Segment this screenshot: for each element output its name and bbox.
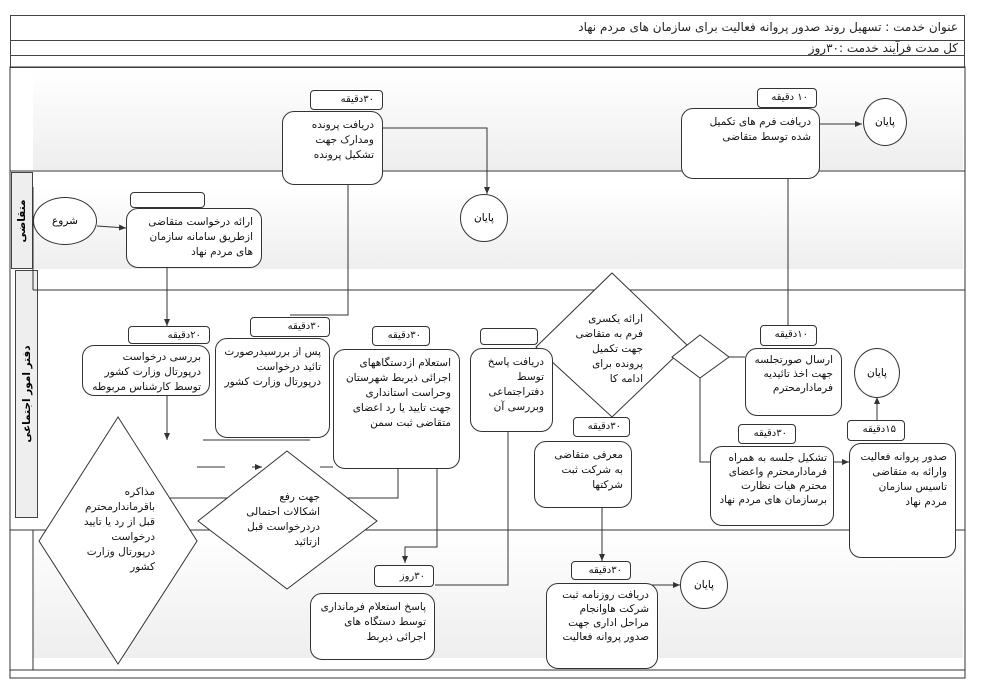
time-submit-request <box>130 192 205 208</box>
end-event-4[interactable]: پایان <box>680 561 728 609</box>
task-issue-license[interactable]: صدور پروانه فعالیت وارائه به متقاضی تاسی… <box>849 443 956 558</box>
task-inquiry-reply[interactable]: پاسخ استعلام فرمانداری توسط دستگاه های ا… <box>310 593 435 660</box>
task-submit-request[interactable]: ارائه درخواست متقاضی ازطریق سامانه سازما… <box>126 208 262 268</box>
task-inquiry[interactable]: استعلام ازدستگاههای اجرائی ذیربط شهرستان… <box>333 349 460 469</box>
decision-diamond-small <box>671 334 730 379</box>
end-event-2[interactable]: پایان <box>460 194 508 242</box>
end-event-1[interactable]: پایان <box>863 98 907 146</box>
task-after-review[interactable]: پس از بررسیدرصورت تائید درخواست درپورتال… <box>215 338 330 438</box>
task-receive-file[interactable]: دریافت پرونده ومدارک جهت تشکیل پرونده <box>282 111 383 185</box>
end-event-3[interactable]: پایان <box>854 348 900 398</box>
lane-label-social-affairs: دفتر امور اجتماعی <box>15 270 38 518</box>
time-gazette: ۳۰دقیقه <box>571 561 631 580</box>
task-review-request[interactable]: بررسی درخواست درپورتال وزارت کشور توسط ک… <box>82 345 210 396</box>
task-receive-reply[interactable]: دریافت پاسخ توسط دفتراجتماعی وبررسی آن <box>470 348 553 432</box>
time-meeting: ۳۰دقیقه <box>738 424 796 444</box>
time-issue-license: ۱۵دقیقه <box>847 420 905 441</box>
task-meeting[interactable]: تشکیل جلسه به همراه فرمادارمحترم واعضای … <box>710 446 834 526</box>
decision-negotiate[interactable]: مذاکره باقرماندارمحترم قبل از رد یا تایی… <box>83 486 155 573</box>
time-receive-reply <box>480 328 538 345</box>
time-inquiry: ۳۰دقیقه <box>372 326 430 346</box>
task-receive-forms[interactable]: دریافت فرم های تکمیل شده توسط متقاضی <box>681 108 820 179</box>
time-inquiry-reply: ۳۰روز <box>374 565 434 587</box>
decision-provide-forms[interactable]: ارائه یکسری فرم به متقاضی جهت تکمیل پرون… <box>575 313 643 385</box>
task-send-minutes[interactable]: ارسال صورتجلسه جهت اخذ تائیدیه فرمادارمح… <box>745 348 842 416</box>
task-introduce[interactable]: معرفی متقاضی به شرکت ثبت شرکتها <box>534 441 632 508</box>
time-introduce: ۳۰دقیقه <box>573 417 630 437</box>
time-after-review: ۳۰دقیقه <box>250 317 330 337</box>
time-review-request: ۲۰دقیقه <box>128 326 210 344</box>
decision-resolve-issues[interactable]: جهت رفع اشکالات احتمالی دردرخواست قبل از… <box>246 491 320 548</box>
time-send-minutes: ۱۰دقیقه <box>760 325 817 346</box>
time-receive-file: ۳۰دقیقه <box>310 90 383 110</box>
task-gazette[interactable]: دریافت روزنامه ثبت شرکت هاوانجام مراحل ا… <box>546 583 658 669</box>
start-event[interactable]: شروع <box>33 197 97 245</box>
time-receive-forms: ۱۰ دقیقه <box>757 88 817 108</box>
